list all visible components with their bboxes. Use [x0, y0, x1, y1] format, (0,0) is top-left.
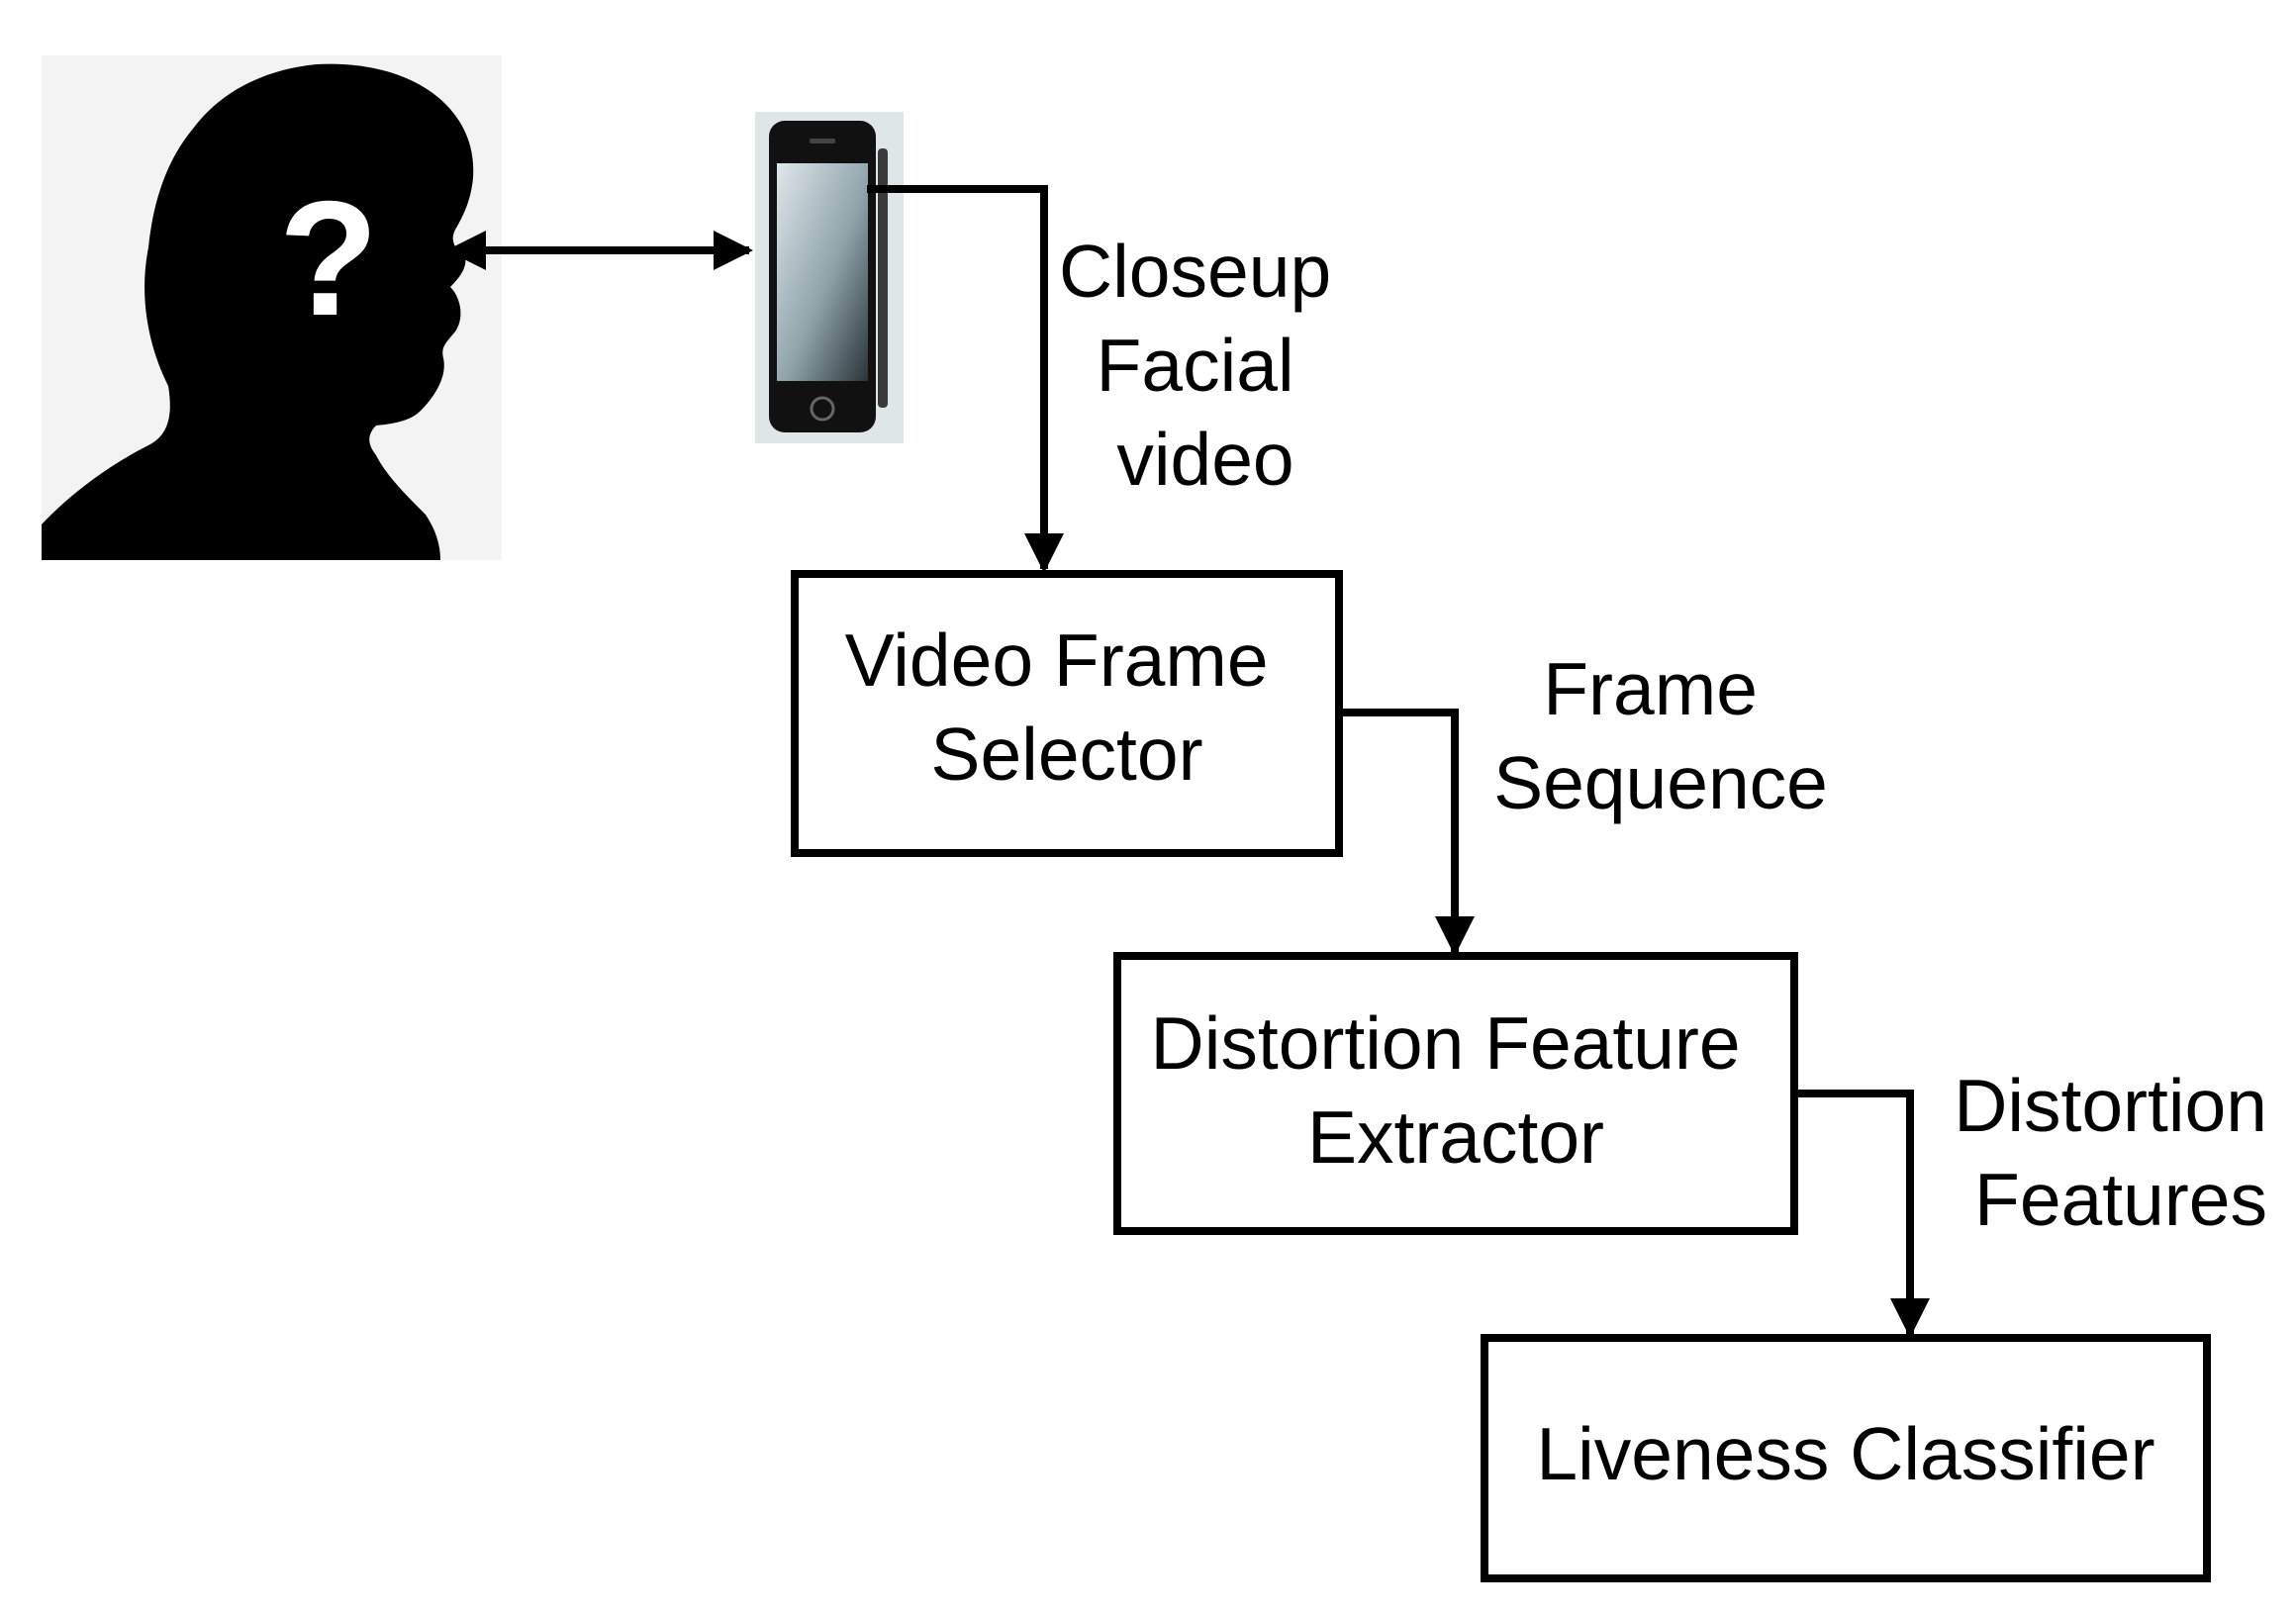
- person-silhouette-icon: ?: [42, 55, 502, 560]
- distortion-feature-extractor-label: Distortion Feature Extractor: [1151, 1001, 1762, 1179]
- closeup-facial-video-label: Closeup Facial video: [1059, 230, 1352, 501]
- closeup-video-arrow: [867, 185, 1064, 573]
- video-frame-selector-label: Video Frame Selector: [845, 618, 1290, 796]
- liveness-classifier-label: Liveness Classifier: [1536, 1412, 2154, 1495]
- frame-sequence-label: Frame Sequence: [1493, 647, 1828, 824]
- liveness-classifier-node: Liveness Classifier: [1481, 1334, 2211, 1582]
- frame-sequence-arrow: [1339, 709, 1475, 956]
- smartphone-icon: [755, 112, 904, 443]
- question-mark-icon: ?: [279, 167, 379, 349]
- distortion-features-label: Distortion Features: [1954, 1064, 2288, 1241]
- distortion-feature-extractor-node: Distortion Feature Extractor: [1113, 952, 1798, 1235]
- distortion-features-arrow: [1794, 1090, 1930, 1338]
- video-frame-selector-node: Video Frame Selector: [791, 570, 1343, 857]
